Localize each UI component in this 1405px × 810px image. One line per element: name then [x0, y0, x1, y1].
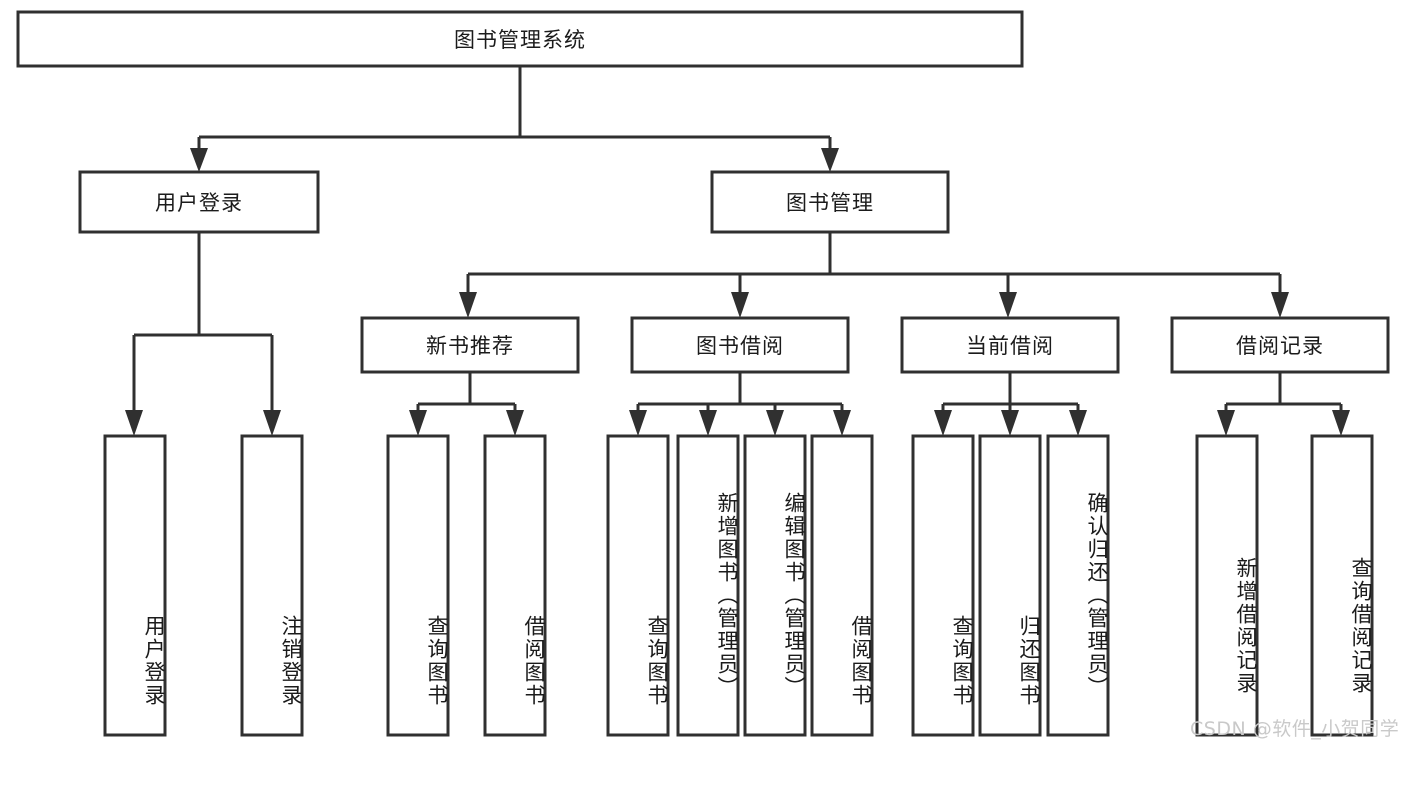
node-box-root[interactable]	[16, 10, 1024, 68]
arrowhead-borrow-record	[1271, 292, 1289, 318]
arrowhead-leaf-borrow-book-1	[506, 410, 524, 436]
arrowhead-leaf-query-book-2	[629, 410, 647, 436]
arrowhead-leaf-add-record	[1217, 410, 1235, 436]
node-box-leaf-logout-login[interactable]	[240, 434, 304, 737]
csdn-watermark: CSDN @软件_小贺同学	[1190, 718, 1400, 740]
node-box-leaf-query-record[interactable]	[1310, 434, 1374, 737]
node-box-leaf-edit-book[interactable]	[743, 434, 807, 737]
node-box-leaf-add-record[interactable]	[1195, 434, 1259, 737]
node-box-leaf-query-book-3[interactable]	[911, 434, 975, 737]
edges-layer	[125, 66, 1350, 436]
nodes-layer	[16, 10, 1390, 737]
node-box-leaf-user-login[interactable]	[103, 434, 167, 737]
node-box-leaf-confirm-return[interactable]	[1046, 434, 1110, 737]
node-box-current-borrow[interactable]	[900, 316, 1120, 374]
arrowhead-leaf-add-book	[699, 410, 717, 436]
node-box-user-login[interactable]	[78, 170, 320, 234]
node-box-leaf-borrow-book-1[interactable]	[483, 434, 547, 737]
arrowhead-leaf-query-book-3	[934, 410, 952, 436]
arrowhead-leaf-borrow-book-2	[833, 410, 851, 436]
diagram-canvas	[16, 10, 1390, 737]
node-box-leaf-query-book-2[interactable]	[606, 434, 670, 737]
node-box-leaf-query-book-1[interactable]	[386, 434, 450, 737]
node-box-borrow-record[interactable]	[1170, 316, 1390, 374]
arrowhead-leaf-confirm-return	[1069, 410, 1087, 436]
arrowhead-leaf-edit-book	[766, 410, 784, 436]
arrowhead-current-borrow	[999, 292, 1017, 318]
node-box-book-borrow[interactable]	[630, 316, 850, 374]
arrowhead-user-login	[190, 148, 208, 172]
arrowhead-book-borrow	[731, 292, 749, 318]
arrowhead-leaf-query-book-1	[409, 410, 427, 436]
arrowhead-book-management	[821, 148, 839, 172]
system-structure-diagram: 图书管理系统 用户登录 图书管理 新书推荐 图书借阅 当前借阅 借阅记录 用户登…	[16, 10, 1400, 740]
arrowhead-new-book-recommend	[459, 292, 477, 318]
node-box-leaf-add-book[interactable]	[676, 434, 740, 737]
arrowhead-leaf-return-book	[1001, 410, 1019, 436]
arrowhead-leaf-logout-login	[263, 410, 281, 436]
node-box-book-management[interactable]	[710, 170, 950, 234]
node-box-new-book-recommend[interactable]	[360, 316, 580, 374]
node-box-leaf-borrow-book-2[interactable]	[810, 434, 874, 737]
arrowhead-leaf-query-record	[1332, 410, 1350, 436]
node-box-leaf-return-book[interactable]	[978, 434, 1042, 737]
arrowhead-leaf-user-login	[125, 410, 143, 436]
